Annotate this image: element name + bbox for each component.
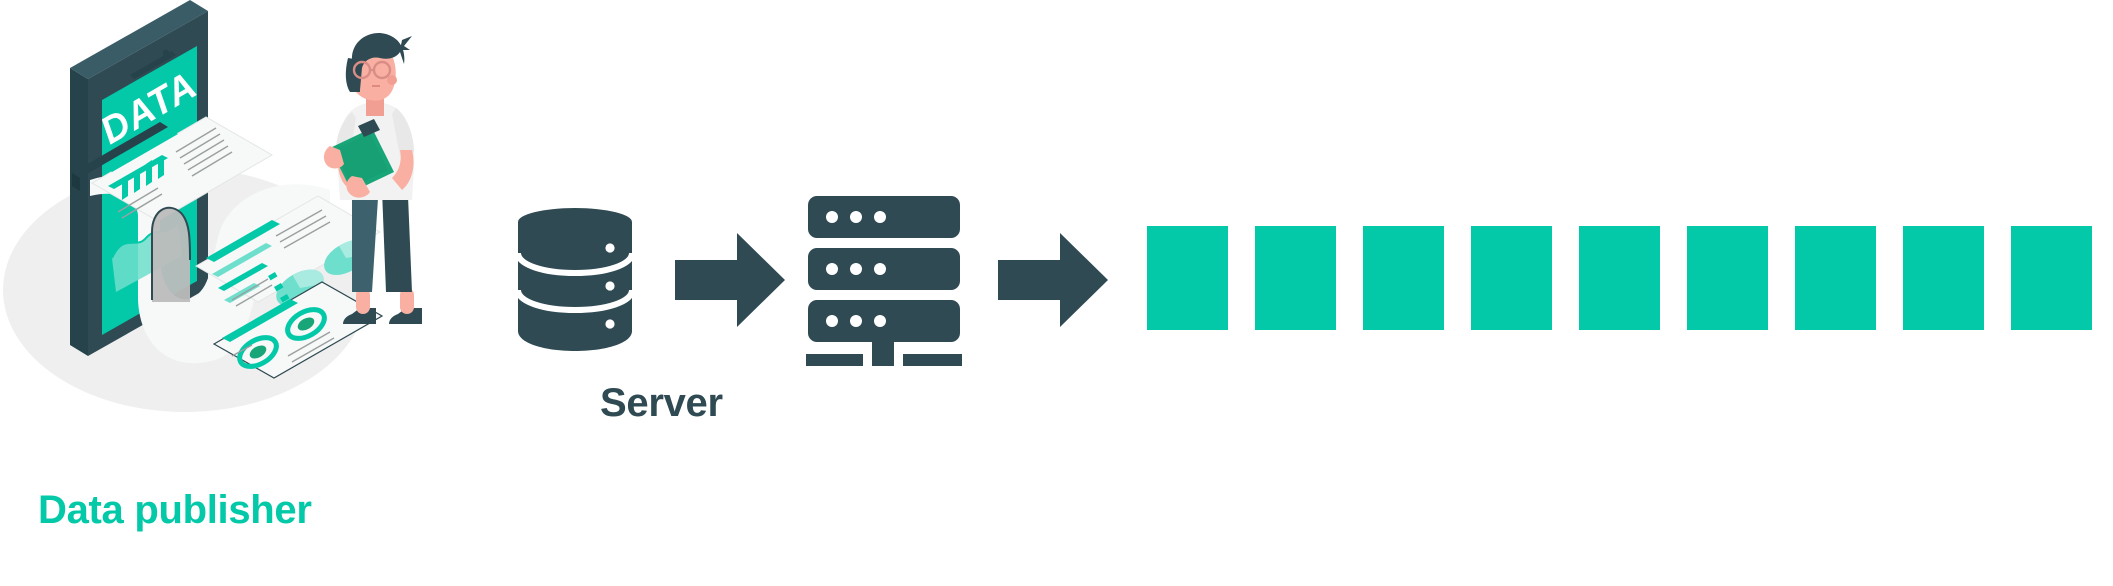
server-base-left bbox=[806, 354, 863, 366]
printout-bar-chart bbox=[122, 156, 164, 200]
phone-print-slot bbox=[72, 122, 168, 178]
data-block bbox=[1255, 226, 1336, 330]
data-block bbox=[1687, 226, 1768, 330]
printout-list-markers bbox=[268, 272, 290, 303]
server-base-right bbox=[903, 354, 962, 366]
phone-speaker-slot bbox=[130, 51, 176, 79]
data-block bbox=[1363, 226, 1444, 330]
person-hair bbox=[350, 32, 405, 90]
data-block bbox=[1903, 226, 1984, 330]
data-block bbox=[1147, 226, 1228, 330]
person-arm-right bbox=[392, 150, 414, 190]
person-leg-left bbox=[352, 190, 378, 292]
printout-text-lines-upper bbox=[117, 127, 233, 219]
person-ankle-right bbox=[400, 288, 414, 314]
data-block bbox=[2011, 226, 2092, 330]
publisher-label: Data publisher bbox=[38, 488, 312, 532]
printout-sheet-upper bbox=[91, 116, 273, 222]
data-block-row bbox=[1147, 226, 2092, 330]
publisher-illustration: DATA bbox=[0, 0, 470, 470]
data-block bbox=[1579, 226, 1660, 330]
person-ear bbox=[387, 75, 397, 85]
printout-sheet-tail bbox=[212, 281, 384, 379]
printout-donut-rings bbox=[237, 307, 327, 369]
arrow-right-icon bbox=[675, 233, 785, 327]
server-led-middle-2 bbox=[850, 263, 862, 275]
clipboard-icon bbox=[330, 119, 394, 192]
data-block bbox=[1795, 226, 1876, 330]
person-hand-left bbox=[323, 146, 344, 169]
server-led-top-3 bbox=[874, 211, 886, 223]
clipboard-clip bbox=[358, 119, 380, 137]
database-led-top bbox=[605, 243, 615, 253]
database-led-bottom bbox=[605, 319, 615, 329]
person-glasses-icon bbox=[352, 60, 392, 80]
server-led-top-2 bbox=[850, 211, 862, 223]
server-led-middle-3 bbox=[874, 263, 886, 275]
server-led-middle-1 bbox=[826, 263, 838, 275]
person-ankle-left bbox=[356, 288, 370, 314]
person-with-clipboard-icon bbox=[323, 32, 422, 324]
person-shoe-right bbox=[389, 308, 422, 324]
database-led-middle bbox=[605, 281, 615, 291]
person-sleeve-right bbox=[392, 108, 414, 156]
arrow-right-icon bbox=[998, 233, 1108, 327]
data-block bbox=[1471, 226, 1552, 330]
server-led-top-1 bbox=[826, 211, 838, 223]
server-led-bottom-1 bbox=[826, 315, 838, 327]
server-base-center bbox=[872, 354, 894, 366]
database-icon bbox=[515, 200, 636, 355]
server-label: Server bbox=[600, 381, 723, 425]
server-icon bbox=[806, 194, 962, 366]
server-led-bottom-3 bbox=[874, 315, 886, 327]
person-hair-tuft bbox=[400, 36, 412, 50]
person-leg-right bbox=[382, 190, 412, 292]
server-led-bottom-2 bbox=[850, 315, 862, 327]
person-hand-right bbox=[346, 176, 370, 198]
printout-text-lines-lower bbox=[231, 209, 331, 307]
